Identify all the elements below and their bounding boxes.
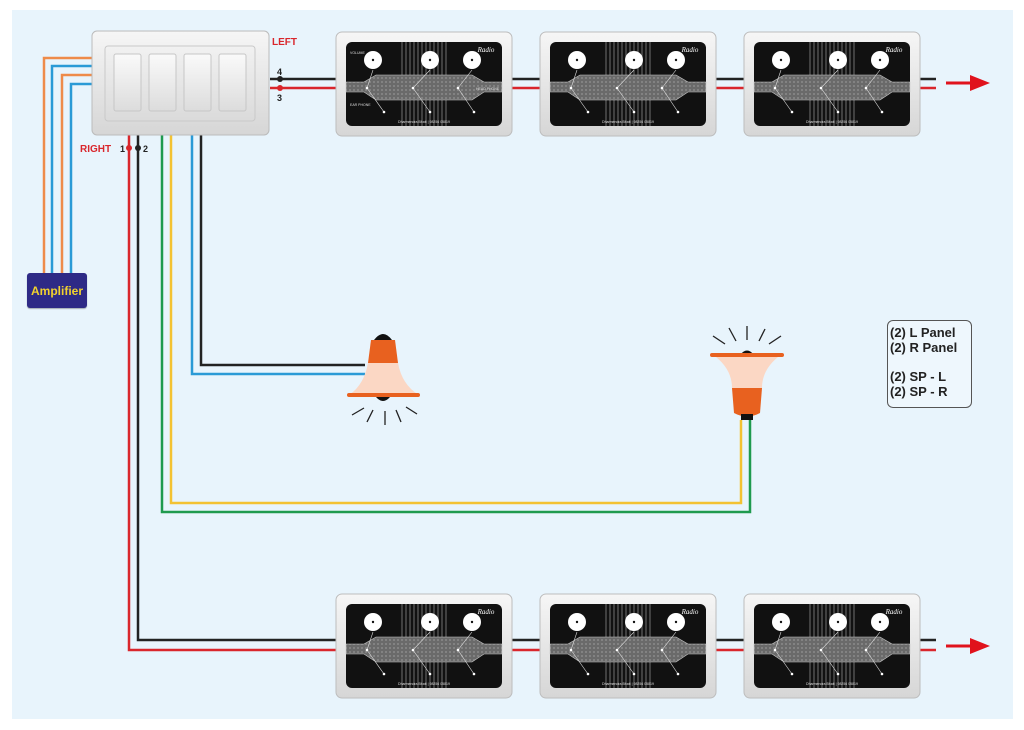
wire-speaker-l-black xyxy=(199,135,365,367)
panel-brand: Radio xyxy=(885,608,903,616)
wire-blue-1 xyxy=(50,64,93,273)
legend-item: (2) SP - L xyxy=(890,369,947,384)
panel-volume-label: VOLUME xyxy=(350,51,365,55)
legend-item: (2) R Panel xyxy=(890,340,958,355)
terminal-1-dot xyxy=(126,145,132,151)
amplifier-label: Amplifier xyxy=(30,283,83,298)
terminal-3-dot xyxy=(277,85,283,91)
wire-orange-1 xyxy=(42,56,93,273)
wire-speaker-r-yellow xyxy=(169,135,743,505)
left-channel-row: Dharmendra Bhatt | 98256 05819 Radio VOL… xyxy=(335,31,921,137)
switch-key-4[interactable] xyxy=(218,53,247,112)
panel-brand: Radio xyxy=(477,46,495,54)
wire-blue-2 xyxy=(69,82,93,273)
amplifier-box: Amplifier xyxy=(27,273,87,308)
switch-key-2[interactable] xyxy=(148,53,177,112)
wire-right-black xyxy=(136,135,338,642)
volume-panel: Dharmendra Bhatt | 98256 05819 Radio VOL… xyxy=(335,31,513,137)
panel-brand: Radio xyxy=(681,608,699,616)
switch-key-3[interactable] xyxy=(183,53,212,112)
panel-footer: Dharmendra Bhatt | 98256 05819 xyxy=(602,682,654,686)
switch-key-1[interactable] xyxy=(113,53,142,112)
panel-footer: Dharmendra Bhatt | 98256 05819 xyxy=(602,120,654,124)
wire-right-red xyxy=(127,135,338,652)
speaker-right-icon xyxy=(710,326,784,420)
switch-board xyxy=(91,30,270,136)
panel-brand: Radio xyxy=(681,46,699,54)
volume-panel: Dharmendra Bhatt | 98256 05819 Radio xyxy=(539,31,717,137)
terminal-2-label: 2 xyxy=(143,144,148,154)
legend-item: (2) L Panel xyxy=(890,325,956,340)
wire-orange-2 xyxy=(60,73,93,273)
legend-item: (2) SP - R xyxy=(890,384,948,399)
terminal-4-dot xyxy=(277,76,283,82)
right-label: RIGHT xyxy=(80,144,111,155)
left-label: LEFT xyxy=(272,37,297,48)
panel-brand: Radio xyxy=(885,46,903,54)
volume-panel: Dharmendra Bhatt | 98256 05819 Radio xyxy=(335,593,513,699)
panel-brand: Radio xyxy=(477,608,495,616)
right-channel-row: Dharmendra Bhatt | 98256 05819 Radio Dha… xyxy=(335,593,921,699)
volume-panel: Dharmendra Bhatt | 98256 05819 Radio xyxy=(539,593,717,699)
terminal-3-label: 3 xyxy=(277,93,282,103)
terminal-1-label: 1 xyxy=(120,144,125,154)
panel-footer: Dharmendra Bhatt | 98256 05819 xyxy=(398,682,450,686)
arrow-right-icon xyxy=(946,638,990,654)
wire-speaker-l-blue xyxy=(190,135,365,376)
terminal-2-dot xyxy=(135,145,141,151)
panel-footer: Dharmendra Bhatt | 98256 05819 xyxy=(806,120,858,124)
wire-speaker-r-green xyxy=(160,135,752,514)
terminal-4-label: 4 xyxy=(277,67,282,77)
volume-panel: Dharmendra Bhatt | 98256 05819 Radio xyxy=(743,593,921,699)
speaker-left-icon xyxy=(347,334,420,425)
panel-head-phone-label: HEAD PHONE xyxy=(476,87,500,91)
panel-ear-phone-label: EAR PHONE xyxy=(350,103,371,107)
panel-footer: Dharmendra Bhatt | 98256 05819 xyxy=(398,120,450,124)
panel-footer: Dharmendra Bhatt | 98256 05819 xyxy=(806,682,858,686)
arrow-right-icon xyxy=(946,75,990,91)
legend-box: (2) L Panel (2) R Panel (2) SP - L (2) S… xyxy=(887,320,972,408)
volume-panel: Dharmendra Bhatt | 98256 05819 Radio xyxy=(743,31,921,137)
